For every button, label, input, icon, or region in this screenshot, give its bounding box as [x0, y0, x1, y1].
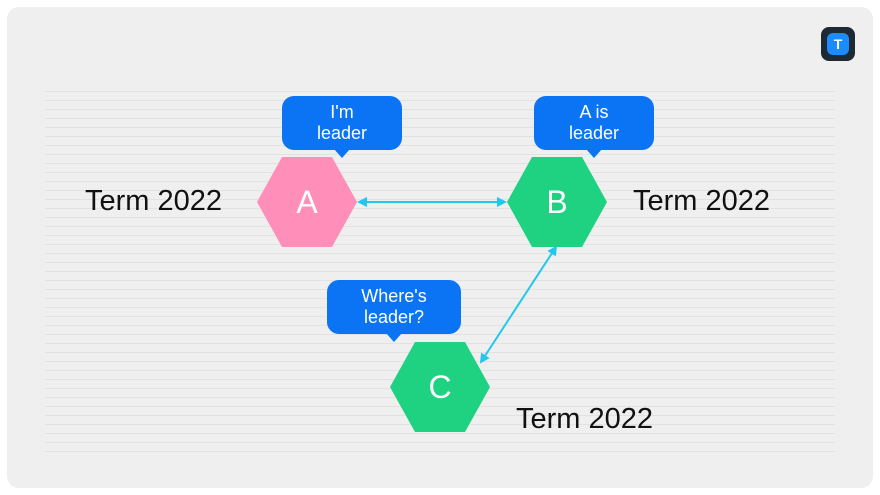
- diagram-canvas: T: [7, 7, 873, 488]
- speech-bubble-b: A is leader: [534, 96, 654, 158]
- speech-bubble-c: Where's leader?: [327, 280, 461, 342]
- node-b-label: B: [546, 184, 567, 220]
- t-logo-icon[interactable]: T: [821, 27, 855, 61]
- bubble-a-line-1: I'm: [330, 102, 354, 122]
- bubble-b-line-2: leader: [568, 123, 620, 143]
- bubble-c-line-1: Where's: [361, 286, 427, 306]
- node-a-hexagon[interactable]: [257, 157, 357, 247]
- t-logo-glyph: T: [827, 33, 849, 55]
- connector-b-c: [479, 245, 558, 364]
- node-a-label: A: [296, 184, 318, 220]
- bubble-c-line-2: leader?: [363, 307, 425, 327]
- node-b-hexagon[interactable]: [507, 157, 607, 247]
- node-b-term: Term 2022: [633, 185, 771, 217]
- speech-bubble-a: I'm leader: [282, 96, 402, 158]
- node-a-term: Term 2022: [85, 185, 223, 217]
- node-c-term: Term 2022: [516, 403, 654, 435]
- node-c-hexagon[interactable]: [390, 342, 490, 432]
- node-c-label: C: [428, 369, 451, 405]
- bubble-a-line-2: leader: [316, 123, 368, 143]
- bubble-b-line-1: A is: [579, 102, 609, 122]
